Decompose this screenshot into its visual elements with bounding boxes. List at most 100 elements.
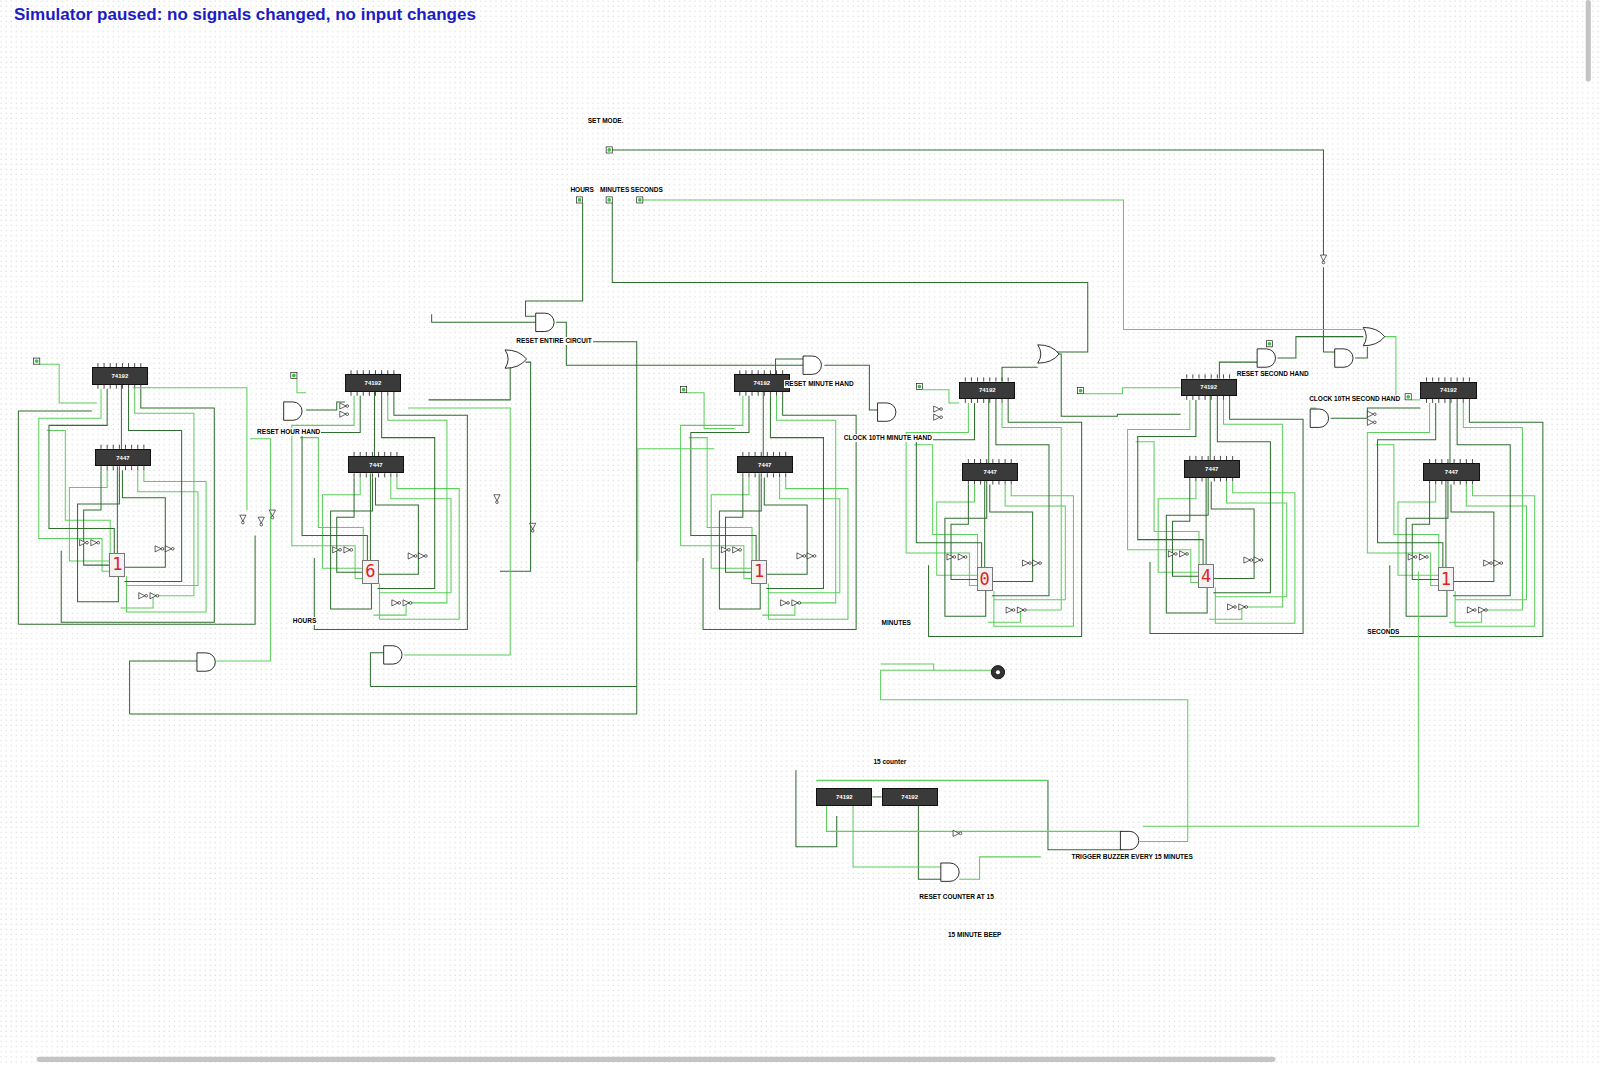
wire <box>776 359 804 374</box>
wire <box>918 806 940 879</box>
ic-chip: 74192 <box>734 374 790 391</box>
wire <box>643 200 1363 330</box>
input-pins <box>1078 388 1084 394</box>
seven-segment-display: 1 <box>751 560 767 583</box>
inverters <box>240 255 1376 836</box>
wire-bundles <box>292 370 468 629</box>
wire <box>687 393 735 429</box>
circuit-label: MINUTES <box>881 619 912 627</box>
wire-bundles <box>39 363 215 622</box>
inverters <box>530 523 536 532</box>
wire <box>1323 267 1334 352</box>
input-pins <box>577 197 583 203</box>
wire <box>881 664 934 670</box>
wire <box>370 653 383 687</box>
logic-gates <box>536 313 554 331</box>
input-pins <box>1405 394 1411 400</box>
wire <box>1310 408 1316 409</box>
input-pins <box>637 197 643 203</box>
seven-segment-display: 1 <box>109 553 125 576</box>
wire-connector <box>872 796 881 797</box>
inverters <box>340 403 349 409</box>
wire <box>18 150 1420 879</box>
wire <box>130 342 637 714</box>
logic-gates <box>197 653 215 671</box>
input-pins <box>1266 341 1272 347</box>
ic-chip: 74192 <box>92 367 148 384</box>
inverters <box>269 510 275 519</box>
wire <box>40 200 1421 879</box>
logic-gates <box>1363 327 1384 345</box>
circuit-label: RESET COUNTER AT 15 <box>918 893 994 901</box>
circuit-label: 15 MINUTE BEEP <box>947 931 1002 939</box>
inverters <box>340 411 349 417</box>
wire-connector <box>121 385 122 449</box>
logic-gates <box>1335 349 1353 367</box>
wire <box>824 365 877 410</box>
inverters <box>1367 411 1376 417</box>
wire-connector <box>1206 478 1207 565</box>
wire-connector <box>370 473 371 560</box>
ic-chip: 7447 <box>95 449 151 466</box>
circuit-label: RESET ENTIRE CIRCUIT <box>515 337 592 345</box>
inverters <box>934 414 943 420</box>
wire-connector <box>374 392 375 456</box>
chip-label: 7447 <box>758 462 771 468</box>
chip-label: 74192 <box>1440 387 1457 393</box>
logic-gates <box>197 313 1385 881</box>
ic-chip: 74192 <box>816 788 872 806</box>
wire <box>1331 408 1421 418</box>
circuit-label: SECONDS <box>630 186 664 194</box>
chip-label: 74192 <box>979 387 996 393</box>
input-pins <box>606 147 612 153</box>
logic-gates <box>384 646 402 664</box>
wire <box>18 536 255 625</box>
logic-gates <box>803 356 821 374</box>
circuit-label: SECONDS <box>1366 628 1400 636</box>
wire-bundles <box>906 377 1082 636</box>
inverters <box>258 517 264 526</box>
display-digit: 1 <box>1441 571 1451 588</box>
wire <box>432 314 536 322</box>
ic-chip: 7447 <box>1184 460 1240 477</box>
scrollbars <box>1586 0 1591 82</box>
display-digit: 0 <box>980 571 990 588</box>
buzzer <box>991 666 1004 679</box>
scrollbars <box>37 0 1591 1062</box>
wire <box>922 390 959 403</box>
wire <box>526 203 583 316</box>
buzzer <box>996 670 1000 674</box>
ic-chip: 7447 <box>348 456 404 473</box>
circuit-label: CLOCK 10TH SECOND HAND <box>1308 395 1401 403</box>
input-pins <box>916 384 922 390</box>
display-digit: 1 <box>754 563 764 580</box>
scrollbars <box>37 1057 1276 1062</box>
wire <box>853 806 941 867</box>
seven-segment-display: 6 <box>362 560 378 583</box>
inverters <box>953 830 962 836</box>
chip-label: 7447 <box>984 469 997 475</box>
wire-bundles <box>1367 377 1543 636</box>
circuit-label: CLOCK 10TH MINUTE HAND <box>843 434 933 442</box>
wire <box>1355 347 1367 358</box>
wire <box>40 364 97 403</box>
seven-segment-display: 0 <box>977 567 993 590</box>
inverters <box>494 495 500 504</box>
circuit-label: RESET HOUR HAND <box>256 428 321 436</box>
logic-gates <box>1257 349 1275 367</box>
ic-chip: 74192 <box>1181 379 1237 396</box>
wire <box>796 770 837 847</box>
chip-label: 7447 <box>1205 466 1218 472</box>
circuit-label: MINUTES <box>599 186 630 194</box>
circuit-label: 15 counter <box>872 758 907 766</box>
circuit-label: TRIGGER BUZZER EVERY 15 MINUTES <box>1070 853 1193 861</box>
ic-chip: 74192 <box>345 374 401 391</box>
wire <box>1143 571 1419 826</box>
wire <box>1057 354 1180 416</box>
inverters <box>240 515 246 524</box>
inverters <box>1320 255 1326 264</box>
